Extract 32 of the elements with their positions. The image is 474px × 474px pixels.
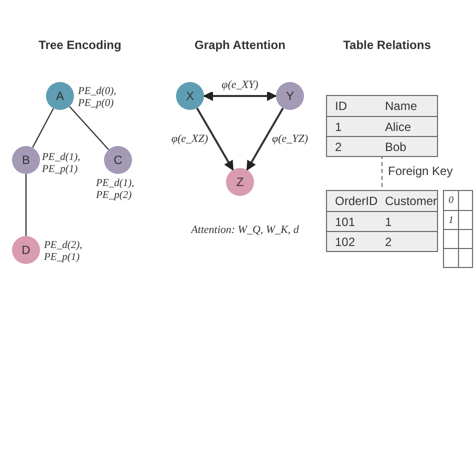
arrow	[196, 108, 234, 171]
arrow	[203, 91, 277, 101]
table-cell-text: 1	[448, 214, 454, 228]
node-caption: PE_d(0), PE_p(0)	[78, 86, 118, 110]
table-cell-text: 101	[335, 214, 356, 230]
table-cell-text: Name	[385, 98, 418, 115]
section-title: Graph Attention	[194, 37, 286, 54]
data-table	[326, 190, 438, 252]
section-title: Tree Encoding	[38, 37, 122, 54]
table-cell-text: 1	[335, 118, 343, 136]
connector-line	[25, 174, 27, 236]
table-cell-text: Bob	[385, 138, 406, 156]
table-cell-text: 1	[385, 214, 392, 230]
table-cell-text: Alice	[385, 118, 412, 136]
grid-table	[443, 190, 473, 268]
data-table	[326, 95, 438, 157]
table-cell-text: 0	[448, 194, 454, 208]
connector-line	[32, 108, 54, 148]
table-cell-text: 2	[335, 138, 343, 156]
table-cell-text: 102	[335, 234, 356, 250]
table-cell-text: OrderID	[335, 193, 379, 210]
node-caption: PE_d(1), PE_p(2)	[96, 178, 136, 202]
arrow	[246, 108, 284, 171]
table-cell-text: 2	[385, 234, 392, 250]
formula-note: Attention: W_Q, W_K, d	[190, 223, 300, 238]
table-cell-text: Customer	[385, 193, 438, 210]
connector-line	[381, 155, 383, 190]
node-caption: PE_d(1), PE_p(1)	[42, 152, 82, 176]
section-title: Table Relations	[342, 37, 432, 54]
connector-line	[68, 106, 110, 150]
node-caption: PE_d(2), PE_p(1)	[44, 240, 84, 264]
table-cell-text: ID	[335, 98, 348, 115]
